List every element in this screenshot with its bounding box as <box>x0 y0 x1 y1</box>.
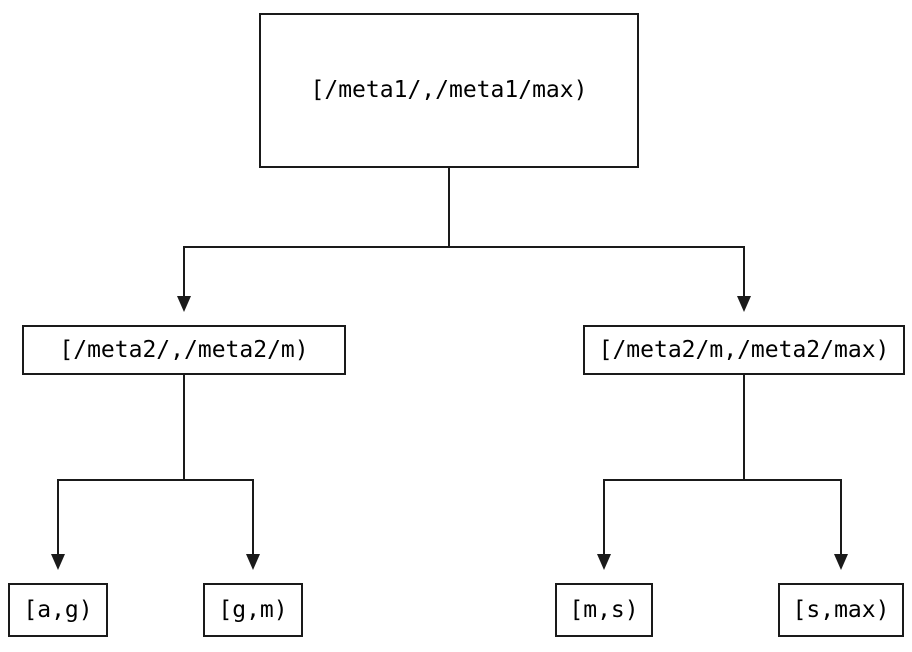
edge-right-to-leaf4 <box>834 479 848 570</box>
tree-node-leaf-ms: [m,s) <box>555 583 653 637</box>
tree-node-leaf-ms-label: [m,s) <box>569 596 639 623</box>
tree-node-leaf-ag-label: [a,g) <box>23 596 93 623</box>
tree-node-leaf-gm-label: [g,m) <box>218 596 288 623</box>
tree-node-leaf-smax: [s,max) <box>778 583 904 637</box>
edge-right-stem <box>603 374 842 481</box>
edge-left-to-leaf2 <box>246 479 260 570</box>
tree-node-meta2-left-label: [/meta2/,/meta2/m) <box>59 336 309 363</box>
arrowhead-down-icon <box>737 296 751 312</box>
edge-root-to-left <box>177 246 191 312</box>
arrowhead-down-icon <box>246 554 260 570</box>
tree-node-root-label: [/meta1/,/meta1/max) <box>310 77 588 103</box>
tree-node-meta2-left: [/meta2/,/meta2/m) <box>22 325 346 375</box>
tree-node-meta2-right-label: [/meta2/m,/meta2/max) <box>598 336 890 363</box>
tree-node-root: [/meta1/,/meta1/max) <box>259 13 639 168</box>
edge-root-to-right <box>737 246 751 312</box>
arrowhead-down-icon <box>597 554 611 570</box>
edge-left-stem <box>57 374 254 481</box>
arrowhead-down-icon <box>834 554 848 570</box>
edge-root-stem <box>183 167 745 248</box>
arrowhead-down-icon <box>177 296 191 312</box>
tree-node-leaf-ag: [a,g) <box>8 583 108 637</box>
edge-right-to-leaf3 <box>597 479 611 570</box>
tree-node-leaf-gm: [g,m) <box>203 583 303 637</box>
edge-left-to-leaf1 <box>51 479 65 570</box>
tree-node-leaf-smax-label: [s,max) <box>792 596 890 623</box>
arrowhead-down-icon <box>51 554 65 570</box>
tree-node-meta2-right: [/meta2/m,/meta2/max) <box>583 325 905 375</box>
